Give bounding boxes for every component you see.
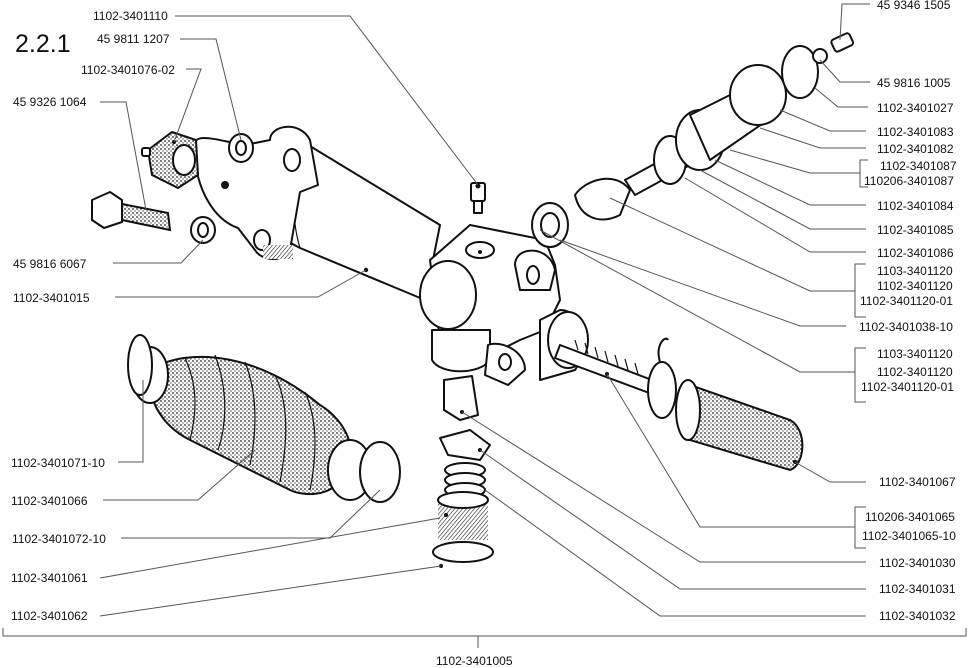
label-1102-3401120-01-b: 1102-3401120-01 bbox=[861, 380, 954, 394]
yoke-assembly bbox=[432, 375, 494, 568]
drawing bbox=[91, 32, 855, 568]
washer-upper-hole bbox=[235, 140, 247, 156]
washer-lower-hole bbox=[197, 222, 209, 238]
label-1102-3401120-b: 1102-3401120 bbox=[877, 365, 953, 379]
pinion-assembly bbox=[531, 32, 855, 248]
label-45-9811-1207: 45 9811 1207 bbox=[97, 32, 170, 46]
label-1102-3401065-10: 1102-3401065-10 bbox=[862, 529, 956, 543]
label-45-9816-6067: 45 9816 6067 bbox=[13, 257, 87, 271]
label-1102-3401083: 1102-3401083 bbox=[877, 125, 954, 139]
label-1102-3401085: 1102-3401085 bbox=[877, 223, 954, 237]
label-45-9346-1505: 45 9346 1505 bbox=[877, 0, 951, 12]
label-110206-3401087: 110206-3401087 bbox=[864, 174, 954, 188]
rack-boot-left bbox=[131, 346, 373, 501]
label-1102-3401072-10: 1102-3401072-10 bbox=[12, 532, 106, 546]
boot-clamp-right bbox=[647, 361, 677, 419]
label-1102-3401120-01-a: 1102-3401120-01 bbox=[860, 294, 953, 308]
boot-clamp-right-tab bbox=[657, 337, 669, 363]
label-1102-3401005: 1102-3401005 bbox=[436, 654, 513, 668]
label-1102-3401120-a: 1102-3401120 bbox=[877, 279, 953, 293]
adjusting-nut bbox=[141, 130, 200, 190]
label-1102-3401031: 1102-3401031 bbox=[879, 582, 956, 596]
grease-fitting bbox=[470, 182, 486, 214]
label-1102-3401087: 1102-3401087 bbox=[880, 159, 957, 173]
label-1102-3401032: 1102-3401032 bbox=[879, 609, 956, 623]
mounting-bolt bbox=[91, 191, 172, 232]
label-1103-3401120-b: 1103-3401120 bbox=[877, 347, 953, 361]
label-1102-3401082: 1102-3401082 bbox=[877, 142, 954, 156]
section-number: 2.2.1 bbox=[15, 30, 71, 58]
label-1102-3401110: 1102-3401110 bbox=[93, 9, 168, 23]
label-1102-3401038-10: 1102-3401038-10 bbox=[859, 320, 953, 334]
label-1102-3401061: 1102-3401061 bbox=[11, 571, 88, 585]
label-1102-3401066: 1102-3401066 bbox=[11, 494, 88, 508]
label-45-9326-1064: 45 9326 1064 bbox=[13, 95, 87, 109]
label-1102-3401071-10: 1102-3401071-10 bbox=[11, 456, 105, 470]
label-45-9816-1005: 45 9816 1005 bbox=[877, 76, 951, 90]
label-1102-3401067: 1102-3401067 bbox=[879, 475, 956, 489]
label-1102-3401027: 1102-3401027 bbox=[877, 101, 954, 115]
boot-clamp-middle bbox=[359, 441, 401, 503]
label-1102-3401076-02: 1102-3401076-02 bbox=[81, 63, 175, 77]
bracket-3401120-b bbox=[854, 347, 866, 403]
label-110206-3401065: 110206-3401065 bbox=[865, 510, 955, 524]
label-1102-3401062: 1102-3401062 bbox=[11, 609, 88, 623]
bracket-3401120-a bbox=[854, 263, 866, 318]
mounting-clamp bbox=[193, 125, 319, 260]
label-1102-3401086: 1102-3401086 bbox=[877, 246, 954, 260]
label-1103-3401120-a: 1103-3401120 bbox=[877, 264, 953, 278]
leader-lines bbox=[2, 3, 967, 648]
label-1102-3401015: 1102-3401015 bbox=[13, 291, 90, 305]
bracket-3401065 bbox=[854, 506, 866, 549]
steering-rack-bar bbox=[554, 339, 666, 398]
label-1102-3401084: 1102-3401084 bbox=[877, 199, 954, 213]
part-labels: 1102-3401110 45 9811 1207 1102-3401076-0… bbox=[11, 0, 957, 668]
label-1102-3401030: 1102-3401030 bbox=[879, 556, 956, 570]
bracket-3401087 bbox=[859, 159, 868, 188]
boot-clamp-left bbox=[127, 334, 153, 396]
rack-boot-right bbox=[675, 379, 804, 472]
